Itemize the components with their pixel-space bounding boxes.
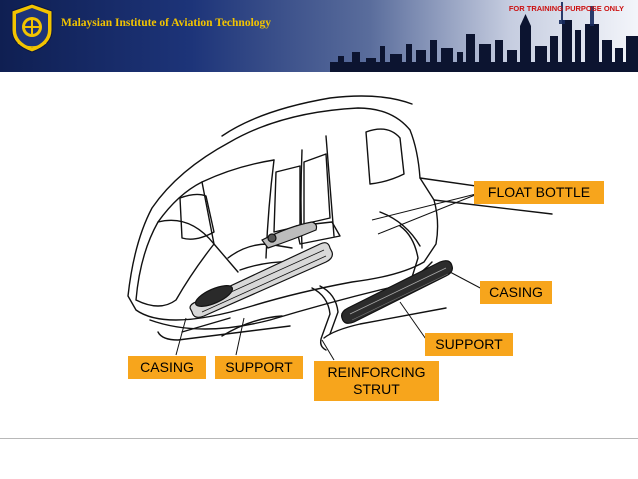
city-skyline-graphic [330,2,638,72]
reinforcing-strut-label: REINFORCING STRUT [314,361,439,401]
institute-crest-logo [11,3,53,53]
support-label-right: SUPPORT [425,333,513,356]
casing-label-right: CASING [480,281,552,304]
institute-name: Malaysian Institute of Aviation Technolo… [61,17,272,29]
footer-divider [0,438,638,439]
float-bottle-label: FLOAT BOTTLE [474,181,604,204]
reinforcing-strut-line1: REINFORCING [327,364,426,380]
casing-label-left: CASING [128,356,206,379]
slide-header: Malaysian Institute of Aviation Technolo… [0,0,638,72]
training-notice: FOR TRAINING PURPOSE ONLY [508,4,624,13]
reinforcing-strut-line2: STRUT [353,381,400,397]
support-label-left: SUPPORT [215,356,303,379]
